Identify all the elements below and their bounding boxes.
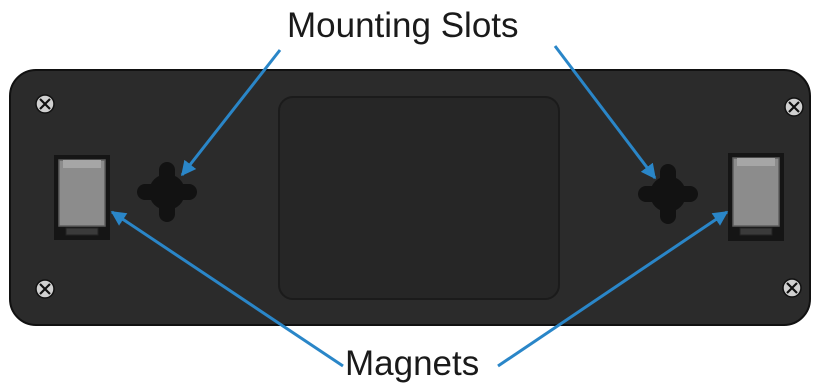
screw-icon bbox=[35, 279, 55, 299]
mounting-slots-label: Mounting Slots bbox=[287, 6, 519, 45]
magnets-label: Magnets bbox=[345, 344, 480, 383]
arrow-mounting-slot-right bbox=[553, 45, 657, 180]
arrow-mounting-slot-left bbox=[180, 49, 282, 177]
mounting-slot-left bbox=[137, 162, 197, 222]
mounting-slot-right bbox=[638, 164, 698, 224]
magnet-left bbox=[54, 155, 110, 240]
screw-icon bbox=[782, 278, 802, 298]
screen-recess bbox=[278, 96, 560, 300]
screw-icon bbox=[784, 97, 804, 117]
magnet-right bbox=[728, 153, 784, 241]
arrow-magnet-left bbox=[110, 210, 344, 368]
arrow-magnet-right bbox=[497, 210, 729, 368]
screw-icon bbox=[35, 94, 55, 114]
